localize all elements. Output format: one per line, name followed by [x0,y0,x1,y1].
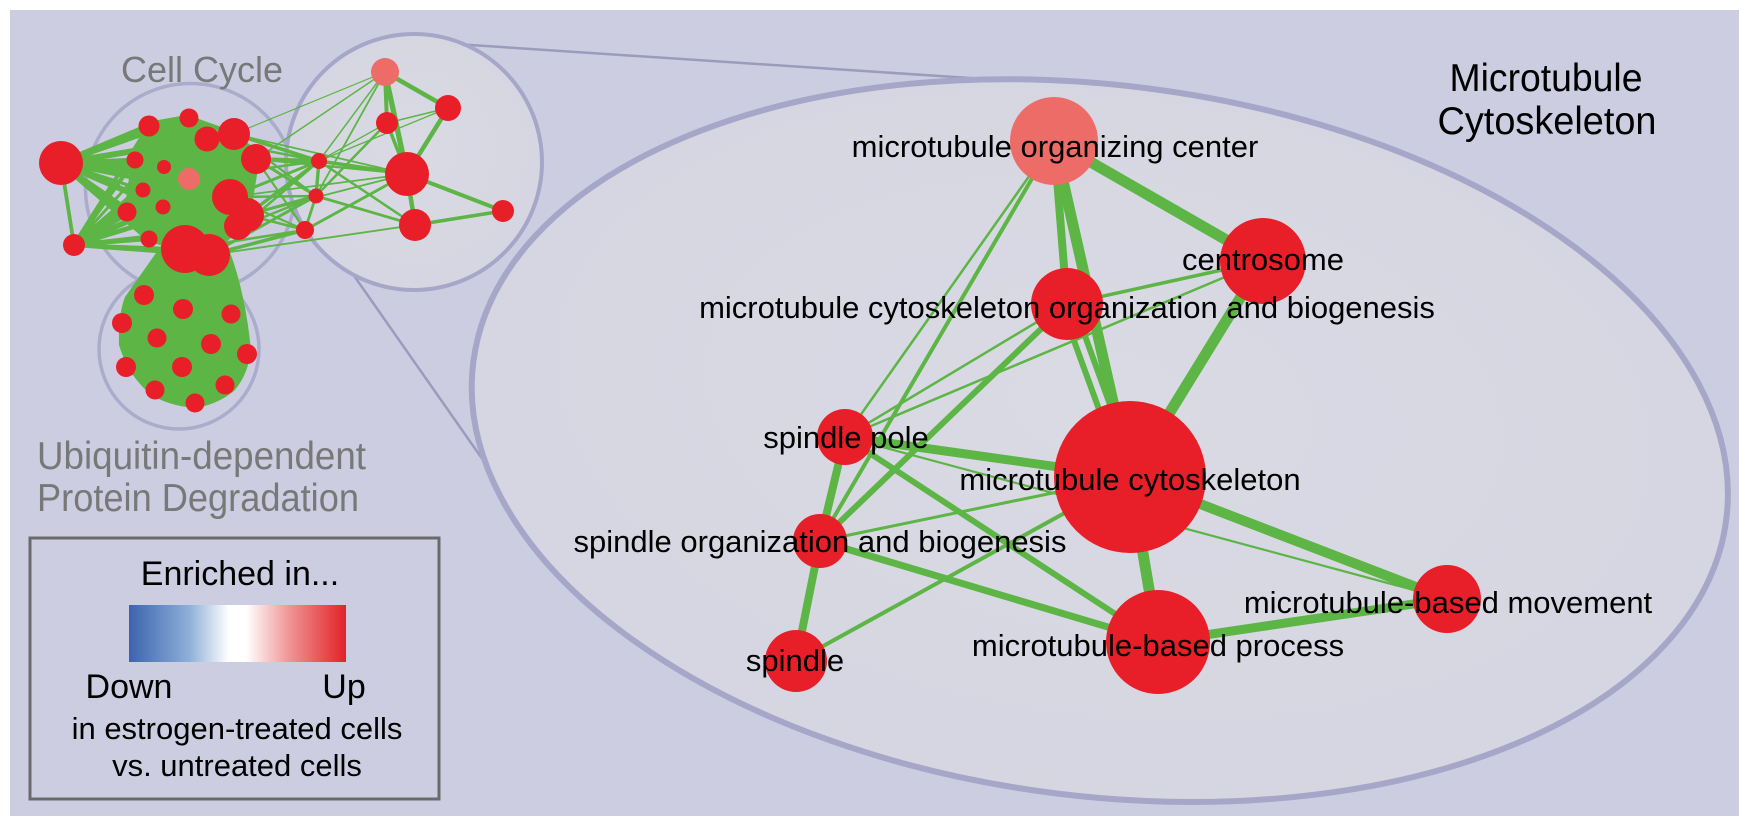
svg-text:microtubule-based movement: microtubule-based movement [1244,585,1653,620]
svg-text:in estrogen-treated cells: in estrogen-treated cells [72,711,403,746]
svg-text:Microtubule: Microtubule [1450,57,1643,100]
svg-text:Ubiquitin-dependent: Ubiquitin-dependent [37,435,366,478]
svg-text:Enriched in...: Enriched in... [141,555,339,593]
svg-text:microtubule cytoskeleton organ: microtubule cytoskeleton organization an… [699,290,1435,325]
svg-text:microtubule cytoskeleton: microtubule cytoskeleton [959,462,1300,497]
svg-text:spindle pole: spindle pole [763,420,928,455]
svg-text:spindle organization and bioge: spindle organization and biogenesis [574,524,1067,559]
svg-text:vs. untreated cells: vs. untreated cells [112,748,362,783]
svg-text:microtubule organizing center: microtubule organizing center [852,129,1259,164]
svg-text:centrosome: centrosome [1182,242,1344,277]
svg-text:Protein Degradation: Protein Degradation [37,477,359,520]
svg-text:Down: Down [86,668,173,706]
svg-text:microtubule-based process: microtubule-based process [972,628,1344,663]
svg-text:Cell Cycle: Cell Cycle [121,49,283,90]
svg-text:Cytoskeleton: Cytoskeleton [1438,100,1657,143]
svg-text:Up: Up [322,668,365,706]
svg-text:spindle: spindle [746,643,844,678]
